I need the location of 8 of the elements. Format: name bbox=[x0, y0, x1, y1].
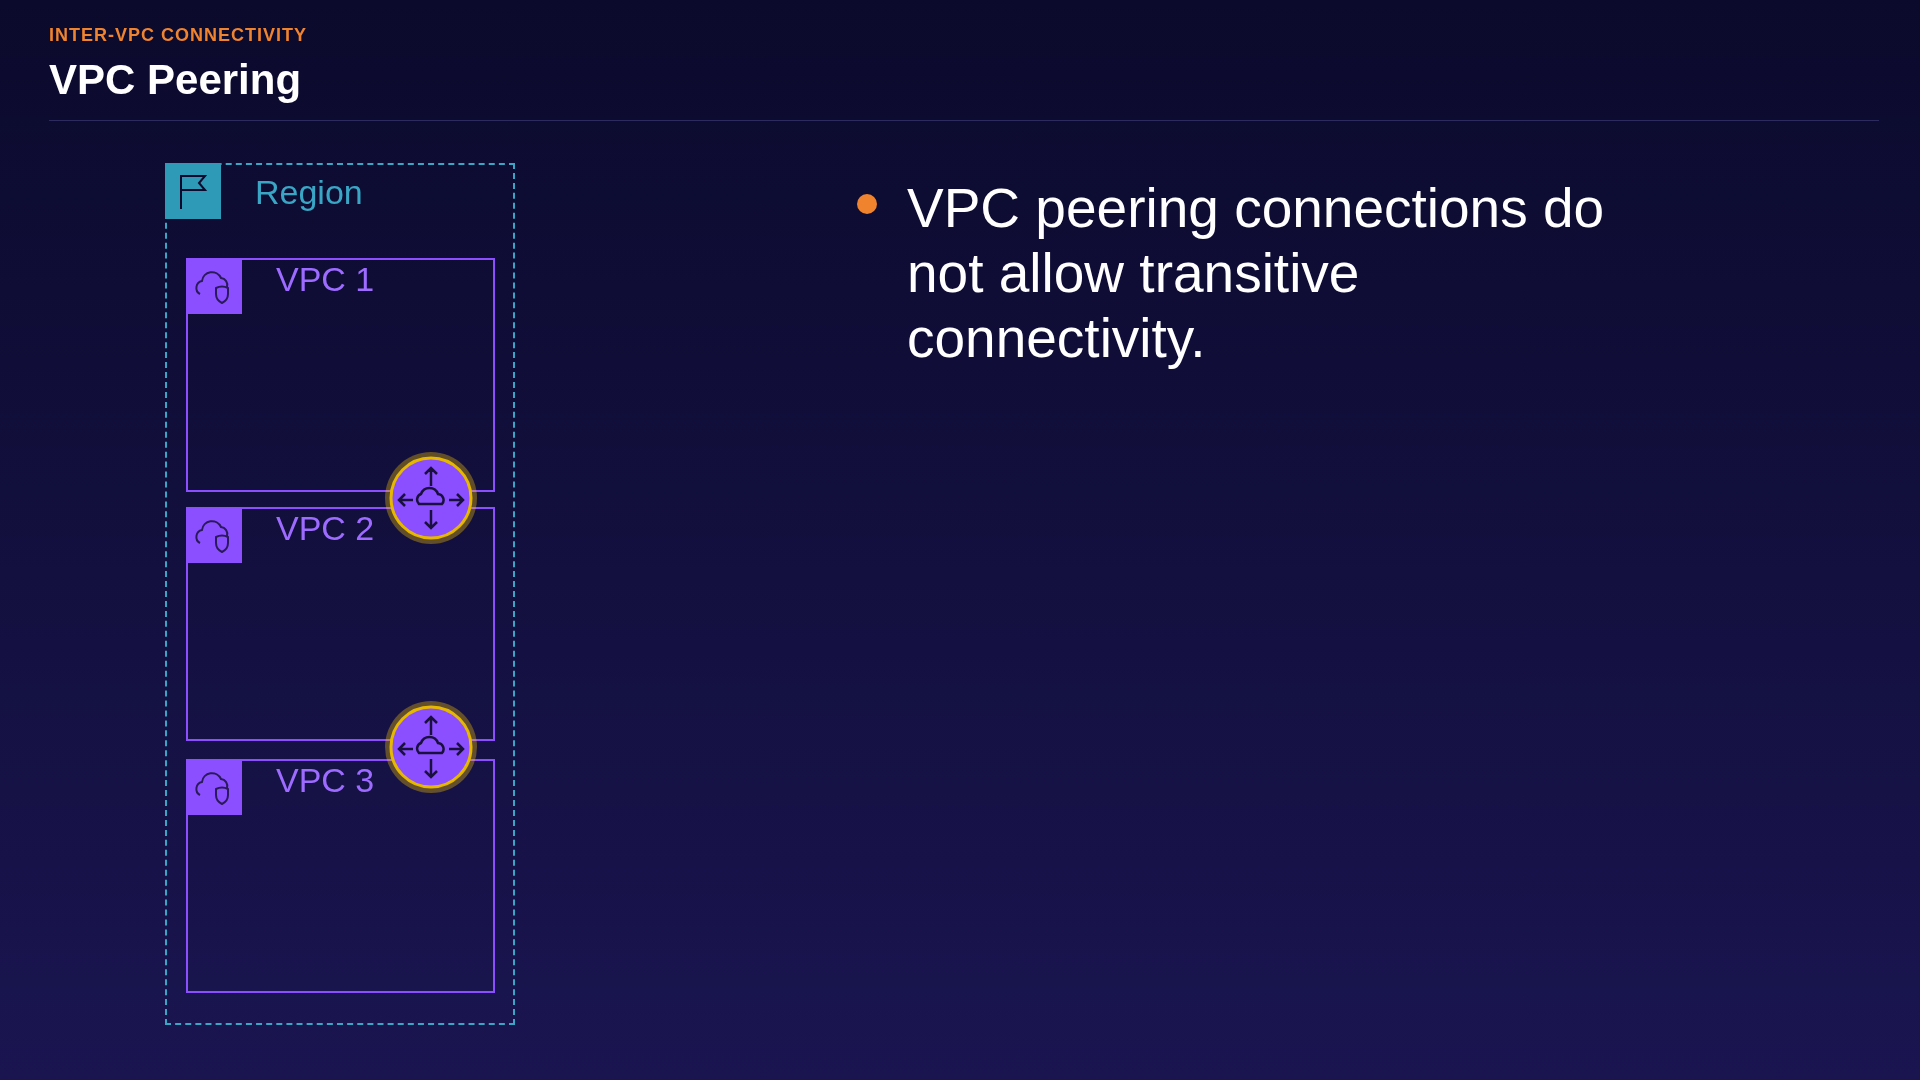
vpc-label: VPC 1 bbox=[276, 260, 375, 299]
slide-title: VPC Peering bbox=[49, 56, 302, 104]
region-box bbox=[165, 163, 515, 1025]
vpc-label: VPC 3 bbox=[276, 761, 375, 800]
vpc-label: VPC 2 bbox=[276, 509, 375, 548]
bullet-text: VPC peering connections do not allow transitive connectivity. bbox=[907, 176, 1606, 371]
region-label: Region bbox=[255, 173, 363, 212]
section-kicker: INTER-VPC CONNECTIVITY bbox=[49, 25, 307, 46]
